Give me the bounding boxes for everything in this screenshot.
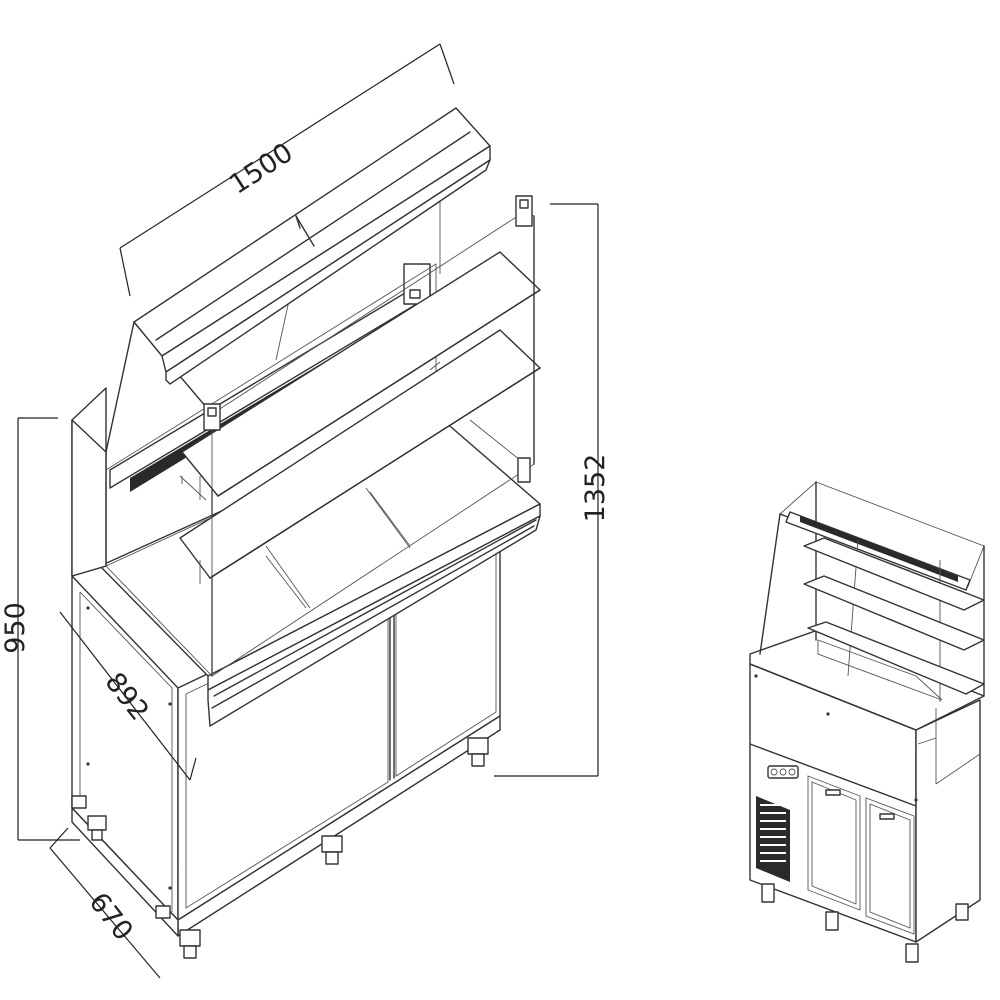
rear-view-counter	[749, 481, 985, 963]
leg-front-mid	[321, 835, 343, 865]
dimension-height-total: 1352	[494, 203, 611, 777]
dimension-height-counter-label: 950	[0, 602, 31, 654]
rear-compressor-grille	[756, 796, 790, 882]
leg-front-right	[467, 737, 489, 767]
leg-back-left	[87, 815, 107, 841]
dimension-height-total-label: 1352	[580, 454, 611, 523]
rear-door-left	[807, 775, 861, 911]
dimension-width-label: 1500	[224, 137, 299, 200]
rear-shelf-upper	[803, 537, 985, 611]
rear-door-right	[865, 797, 915, 935]
rear-control-panel	[767, 765, 799, 779]
leg-rear-side	[71, 795, 171, 919]
rear-shelf-lower	[803, 575, 985, 651]
main-counter-view	[71, 107, 541, 959]
dimension-height-counter: 950	[0, 417, 80, 841]
leg-front-left	[179, 929, 201, 959]
